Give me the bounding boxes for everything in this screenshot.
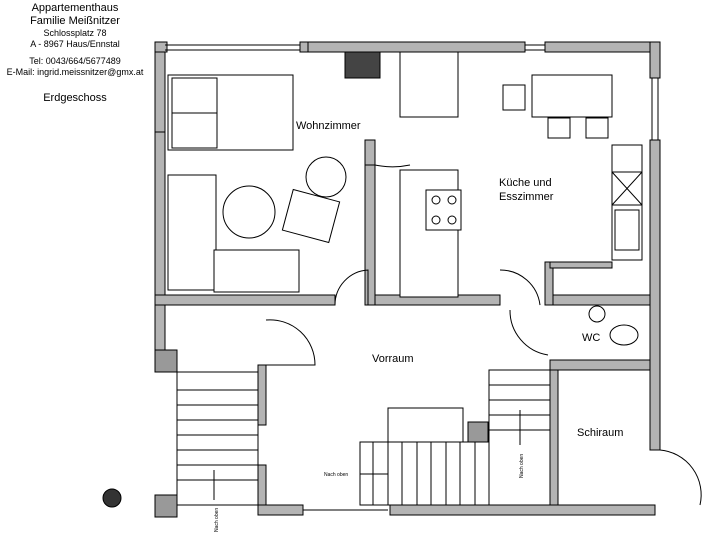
room-labels: Wohnzimmer Küche und Esszimmer Vorraum W… [214, 120, 623, 532]
address-city: A - 8967 Haus/Ennstal [30, 39, 120, 49]
title-line2: Familie Meißnitzer [30, 15, 120, 27]
room-ski: Schiraum [577, 427, 623, 439]
room-hall: Vorraum [372, 353, 414, 365]
walls [154, 41, 661, 518]
stair-label-2: Nach oben [519, 454, 525, 478]
phone: Tel: 0043/664/5677489 [29, 56, 121, 66]
room-kitchen-2: Esszimmer [499, 191, 554, 203]
address-street: Schlossplatz 78 [43, 28, 107, 38]
stairs [176, 369, 551, 506]
address-header: Appartementhaus Familie Meißnitzer Schlo… [0, 2, 150, 105]
stair-label-1: Nach oben [324, 472, 348, 478]
room-kitchen-1: Küche und [499, 177, 552, 189]
room-living: Wohnzimmer [296, 120, 361, 132]
email: E-Mail: ingrid.meissnitzer@gmx.at [6, 67, 144, 77]
room-wc: WC [582, 332, 600, 344]
stair-label-3: Nach oben [214, 508, 220, 532]
furniture [102, 51, 702, 508]
title-line1: Appartementhaus [31, 2, 119, 14]
floor-name: Erdgeschoss [43, 92, 107, 104]
